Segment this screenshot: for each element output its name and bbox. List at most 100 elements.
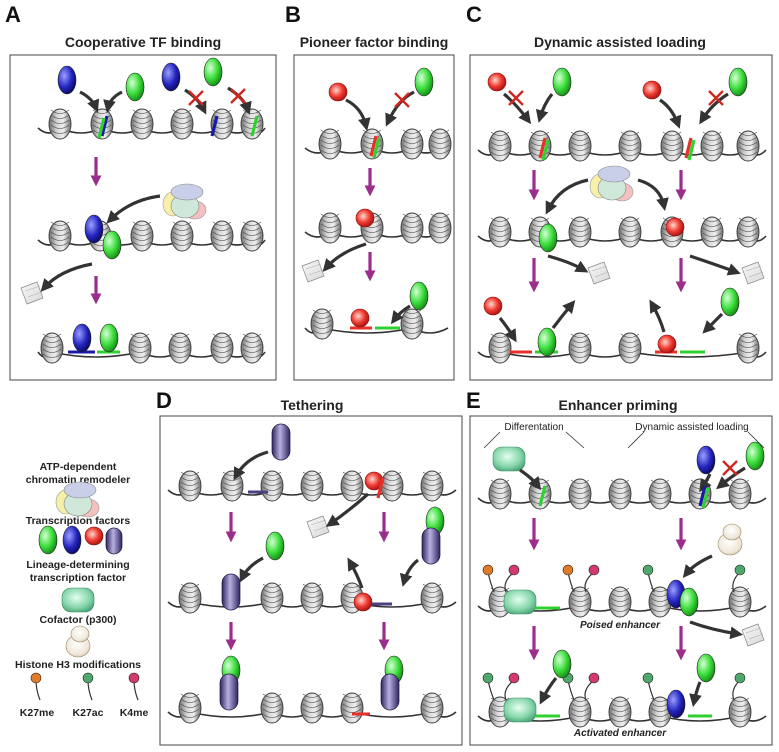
k27ac-mark-icon: [642, 564, 654, 576]
nucleosome-wrap-line: [302, 603, 322, 608]
nucleosome-wrap-line: [132, 236, 152, 241]
arrow-purple-tf-to-dna: [399, 558, 420, 587]
nucleosome-wrap-line: [262, 708, 282, 713]
nucleosome-wrap-line: [212, 231, 232, 236]
nucleosome-body: [608, 586, 632, 618]
nucleosome-wrap-line: [620, 141, 640, 146]
nucleosome-wrap-line: [610, 479, 630, 484]
nucleosome-wrap-line: [610, 484, 630, 489]
nucleosome-wrap-line: [610, 607, 630, 612]
panel-a-displaced-histone-icon: [20, 281, 44, 305]
green-motif: [538, 485, 547, 507]
nucleosome-wrap-line: [170, 348, 190, 353]
blocked-x-icon: [508, 90, 524, 106]
nucleosome-wrap-line: [402, 314, 422, 319]
nucleosome-wrap-line: [430, 213, 450, 218]
nucleosome: [428, 128, 452, 160]
nucleosome-wrap-line: [570, 597, 590, 602]
nucleosome-wrap-line: [422, 713, 442, 718]
nucleosome-wrap-line: [262, 703, 282, 708]
nucleosome-wrap-line: [362, 228, 382, 233]
nucleosome-wrap-line: [172, 109, 192, 114]
nucleosome-wrap-line: [620, 333, 640, 338]
nucleosome-body: [728, 586, 752, 618]
green-tf-bound-icon: [538, 223, 558, 253]
remodeler-blue: [597, 165, 631, 183]
nucleosome-wrap-line: [610, 592, 630, 597]
panel-d-displaced-histone-icon: [306, 515, 330, 539]
panel-c-displaced-histone-icon: [741, 261, 765, 285]
nucleosome: [168, 332, 192, 364]
nucleosome-wrap-line: [650, 494, 670, 499]
arrow-histone-eviction: [325, 492, 370, 527]
nucleosome-body: [310, 308, 334, 340]
panel-d-title: Tethering: [281, 397, 344, 413]
blue-motif: [100, 115, 109, 137]
nucleosome-wrap-line: [738, 222, 758, 227]
nucleosome-wrap-line: [730, 597, 750, 602]
nucleosome-wrap-line: [738, 338, 758, 343]
nucleosome-wrap-line: [570, 607, 590, 612]
nucleosome-wrap-line: [402, 324, 422, 329]
nucleosome-wrap-line: [320, 139, 340, 144]
nucleosome-body: [168, 332, 192, 364]
blue-motif: [698, 485, 707, 507]
nucleosome-wrap-line: [172, 236, 192, 241]
nucleosome-wrap-line: [738, 151, 758, 156]
nucleosome-wrap-line: [242, 119, 262, 124]
nucleosome-body: [130, 108, 154, 140]
nucleosome-wrap-line: [730, 602, 750, 607]
arrow-histone-eviction: [689, 254, 741, 276]
nucleosome-body: [608, 696, 632, 728]
nucleosome-wrap-line: [180, 598, 200, 603]
nucleosome-body: [568, 696, 592, 728]
nucleosome-wrap-line: [570, 348, 590, 353]
arrow-remodeler-left: [545, 178, 589, 215]
diagram-graphics: [20, 57, 767, 728]
nucleosome-wrap-line: [212, 338, 232, 343]
nucleosome-wrap-line: [620, 151, 640, 156]
nucleosome-wrap-line: [422, 693, 442, 698]
legend-k27me-label: K27me: [20, 707, 55, 719]
arrow-red-to-nucleosome: [345, 98, 371, 131]
nucleosome-wrap-line: [172, 129, 192, 134]
nucleosome-wrap-line: [570, 237, 590, 242]
nucleosome-wrap-line: [662, 146, 682, 151]
nucleosome: [310, 308, 334, 340]
nucleosome-wrap-line: [738, 141, 758, 146]
nucleosome-wrap-line: [172, 241, 192, 246]
legend-ldtf-line2: transcription factor: [30, 572, 126, 584]
cofactor-top: [70, 625, 90, 643]
nucleosome-wrap-line: [620, 136, 640, 141]
nucleosome-wrap-line: [422, 698, 442, 703]
nucleosome-wrap-line: [312, 314, 332, 319]
nucleosome-wrap-line: [738, 348, 758, 353]
panel-a-title: Cooperative TF binding: [65, 34, 221, 50]
nucleosome-wrap-line: [382, 471, 402, 476]
nucleosome-wrap-line: [402, 213, 422, 218]
nucleosome-wrap-line: [490, 217, 510, 222]
green-tf-icon: [125, 72, 145, 102]
nucleosome-wrap-line: [262, 486, 282, 491]
nucleosome-wrap-line: [422, 598, 442, 603]
arrow-red-leaving: [347, 557, 364, 589]
nucleosome: [736, 216, 760, 248]
nucleosome-wrap-line: [530, 217, 550, 222]
nucleosome-wrap-line: [132, 241, 152, 246]
nucleosome-wrap-line: [530, 131, 550, 136]
arrow-ldtf-to-nucleosome: [519, 468, 542, 491]
nucleosome: [240, 332, 264, 364]
nucleosome-body: [240, 332, 264, 364]
nucleosome-wrap-line: [730, 587, 750, 592]
nucleosome-wrap-line: [320, 213, 340, 218]
nucleosome-wrap-line: [402, 223, 422, 228]
blocked-x-icon: [708, 90, 724, 106]
nucleosome-wrap-line: [132, 221, 152, 226]
nucleosome: [300, 582, 324, 614]
panel-d-letter: D: [156, 388, 172, 413]
nucleosome-wrap-line: [570, 338, 590, 343]
nucleosome-wrap-line: [302, 491, 322, 496]
nucleosome-wrap-line: [738, 353, 758, 358]
nucleosome-wrap-line: [662, 151, 682, 156]
nucleosome-wrap-line: [242, 114, 262, 119]
